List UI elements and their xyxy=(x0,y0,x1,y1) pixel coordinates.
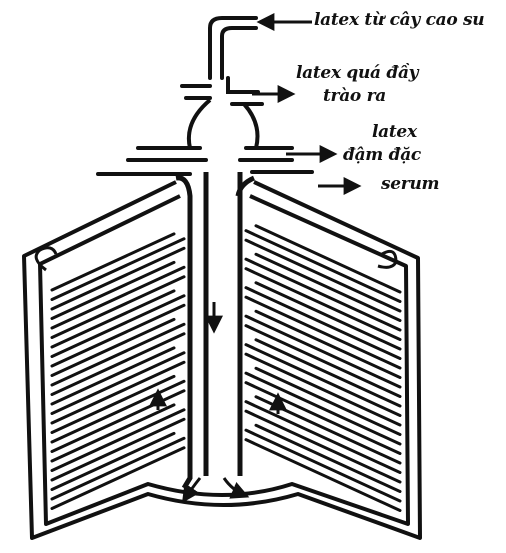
disc-line xyxy=(52,334,184,395)
outlet-plates xyxy=(98,148,312,174)
disc-line xyxy=(246,345,400,416)
label-concentrated-line2: đậm đặc xyxy=(343,145,421,165)
disc-line xyxy=(52,410,184,471)
disc-line xyxy=(52,267,184,328)
disc-line xyxy=(52,324,184,385)
disc-line xyxy=(246,316,400,387)
inlet-pipe xyxy=(210,18,256,78)
disc-line xyxy=(52,277,184,338)
disc-line xyxy=(246,373,400,444)
disc-line xyxy=(246,269,400,340)
disc-line xyxy=(246,231,400,302)
left-disc-stack xyxy=(52,234,184,509)
disc-line xyxy=(52,362,184,423)
bowl-neck xyxy=(189,100,258,148)
disc-line xyxy=(52,305,184,366)
disc-line xyxy=(246,297,400,368)
disc-line xyxy=(52,381,184,442)
disc-line xyxy=(246,259,400,330)
label-concentrated-line1: latex xyxy=(372,122,417,142)
disc-line xyxy=(246,288,400,359)
right-disc-stack xyxy=(246,226,400,511)
disc-line xyxy=(246,326,400,397)
disc-line xyxy=(52,248,184,309)
disc-line xyxy=(246,383,400,454)
disc-line xyxy=(52,353,184,414)
overflow-collar xyxy=(182,78,262,104)
disc-line xyxy=(246,402,400,473)
label-overflow-line2: trào ra xyxy=(323,86,386,106)
disc-line xyxy=(52,296,184,357)
disc-line xyxy=(246,354,400,425)
disc-line xyxy=(52,391,184,452)
label-latex-in: latex từ cây cao su xyxy=(314,10,484,30)
disc-line xyxy=(52,419,184,480)
label-serum: serum xyxy=(381,174,439,194)
label-overflow-line1: latex quá đầy xyxy=(296,63,418,83)
disc-line xyxy=(246,411,400,482)
